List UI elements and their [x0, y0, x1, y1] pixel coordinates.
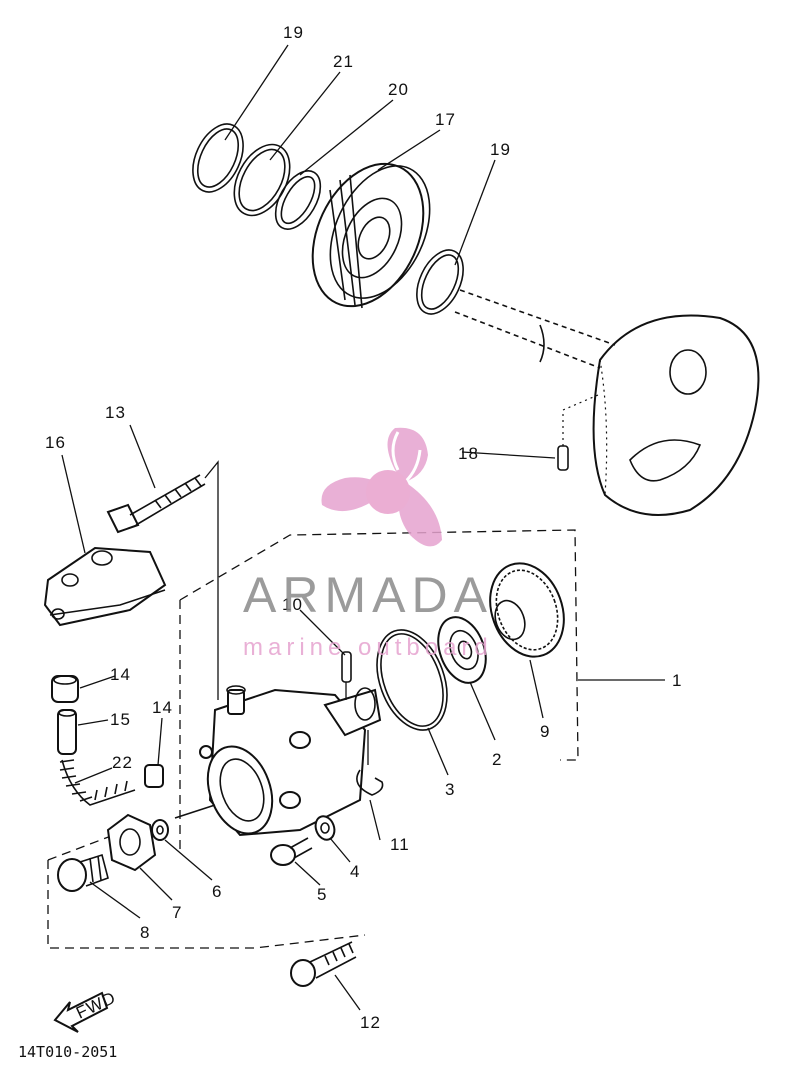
- callout-4: 4: [350, 862, 360, 881]
- pulley-17: [311, 162, 431, 309]
- callout-14-left: 14: [110, 665, 131, 684]
- bearing-2: [437, 616, 487, 684]
- dowel-pin-18: [557, 394, 599, 471]
- pipe-15: [57, 709, 77, 755]
- callout-16: 16: [45, 433, 66, 452]
- callout-8: 8: [140, 923, 150, 942]
- callout-14-right: 14: [152, 698, 173, 717]
- ring-20: [274, 170, 322, 230]
- fwd-label: FWD: [73, 988, 119, 1023]
- cap-14-right: [144, 764, 164, 788]
- callout-2: 2: [492, 750, 502, 769]
- callout-7: 7: [172, 903, 182, 922]
- plug-8: [57, 853, 109, 892]
- callout-labels: 1 2 3 4 5 6 7 8 9 10 11 12 13 14 14 15 1…: [45, 23, 682, 1032]
- callout-10: 10: [282, 595, 303, 614]
- callout-11: 11: [390, 835, 410, 854]
- watermark-brand: ARMADA: [243, 567, 493, 623]
- gear-9: [489, 562, 565, 658]
- cap-14-left: [51, 675, 79, 703]
- callout-5: 5: [317, 885, 327, 904]
- bolt-12: [290, 941, 357, 987]
- callout-17: 17: [435, 110, 456, 129]
- pump-cover-16: [43, 546, 167, 627]
- ring-21: [233, 143, 291, 217]
- callout-20: 20: [388, 80, 409, 99]
- drawing-code: 14T010-2051: [18, 1043, 117, 1061]
- forward-direction-arrow: FWD: [53, 988, 119, 1033]
- pin-10: [341, 651, 352, 700]
- callout-13: 13: [105, 403, 126, 422]
- callout-18: 18: [458, 444, 479, 463]
- callout-22: 22: [112, 753, 133, 772]
- callout-19-right: 19: [490, 140, 511, 159]
- screw-5: [270, 837, 313, 866]
- o-ring-3: [376, 629, 448, 731]
- washer-4: [314, 815, 336, 841]
- callout-1: 1: [672, 671, 682, 690]
- spring-22: [59, 759, 136, 806]
- nut-7: [106, 813, 157, 872]
- crank-disc-assembly: [454, 289, 760, 516]
- clip-11: [356, 730, 384, 796]
- circlip-19-right: [416, 249, 464, 315]
- callout-12: 12: [360, 1013, 381, 1032]
- callout-15: 15: [110, 710, 131, 729]
- watermark: ARMADA marine outboard: [243, 427, 493, 661]
- callout-9: 9: [540, 722, 550, 741]
- watermark-tagline: marine outboard: [243, 634, 493, 661]
- callout-21: 21: [333, 52, 354, 71]
- callout-6: 6: [212, 882, 222, 901]
- propeller-logo-icon: [321, 427, 442, 547]
- circlip-19-left: [192, 123, 244, 193]
- callout-19-left: 19: [283, 23, 304, 42]
- callout-3: 3: [445, 780, 455, 799]
- leader-lines: [61, 44, 556, 1011]
- washer-6: [151, 819, 169, 841]
- oil-pump-body: [174, 685, 382, 837]
- bolt-13: [106, 460, 219, 700]
